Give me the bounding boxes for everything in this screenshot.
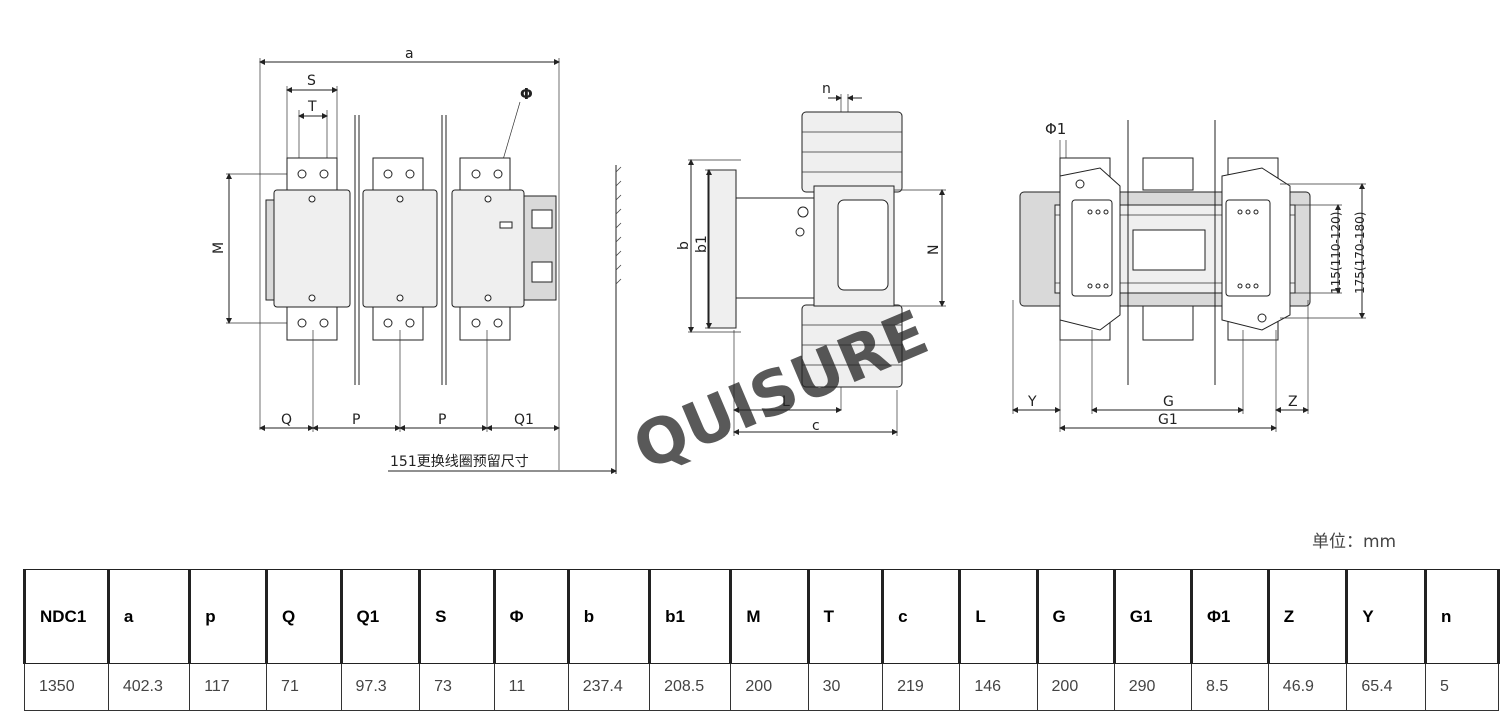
header-cell: Q1 <box>340 569 422 664</box>
dim-m-label: M <box>211 242 227 254</box>
value-cell: 65.4 <box>1346 663 1426 711</box>
dim-a-label: a <box>405 46 414 62</box>
value-cell: 1350 <box>24 663 109 711</box>
header-cell: p <box>189 569 269 664</box>
dim-g1-label: G1 <box>1158 412 1178 428</box>
header-cell: T <box>807 569 885 664</box>
header-cell: G <box>1036 569 1116 664</box>
table-header-row: NDC1 a p Q Q1 S Φ b b1 M T c L G G1 Φ1 Z… <box>23 569 1500 664</box>
table-row: 1350 402.3 117 71 97.3 73 11 237.4 208.5… <box>24 663 1500 711</box>
dim-115-label: 115(110-120) <box>1329 212 1343 294</box>
dim-175-label: 175(170-180) <box>1353 212 1367 294</box>
header-cell: M <box>730 569 810 664</box>
value-cell: 30 <box>807 663 884 711</box>
dim-nn-label: N <box>926 245 942 255</box>
header-cell: a <box>107 569 192 664</box>
dim-g-label: G <box>1163 394 1174 410</box>
value-cell: 71 <box>266 663 342 711</box>
value-cell: 73 <box>419 663 495 711</box>
dim-p2-label: P <box>438 412 446 428</box>
dim-phi1-label: Φ1 <box>1045 120 1066 138</box>
value-cell: 11 <box>493 663 569 711</box>
value-cell: 117 <box>189 663 268 711</box>
header-cell: b1 <box>649 569 733 664</box>
dim-s-label: S <box>307 73 316 89</box>
side-view: n b b1 N L c <box>676 81 946 436</box>
header-cell: Φ <box>493 569 570 664</box>
value-cell: 146 <box>959 663 1038 711</box>
header-cell: n <box>1424 569 1500 664</box>
value-cell: 402.3 <box>107 663 191 711</box>
value-cell: 5 <box>1424 663 1500 711</box>
header-cell: c <box>882 569 962 664</box>
header-cell: Y <box>1346 569 1427 664</box>
front-view: a S T Φ M <box>211 46 622 474</box>
dim-phi-label: Φ <box>520 85 533 103</box>
header-cell: b <box>567 569 652 664</box>
header-cell: Φ1 <box>1190 569 1270 664</box>
coil-space-note: 151更换线圈预留尺寸 <box>390 453 529 470</box>
value-cell: 46.9 <box>1267 663 1348 711</box>
dim-b-label: b <box>676 241 692 250</box>
dim-n-label: n <box>822 81 831 97</box>
spec-table: NDC1 a p Q Q1 S Φ b b1 M T c L G G1 Φ1 Z… <box>23 569 1500 711</box>
header-cell: G1 <box>1113 569 1193 664</box>
dim-t-label: T <box>307 99 317 115</box>
header-cell: Z <box>1267 569 1349 664</box>
dim-q1-label: Q1 <box>514 412 534 428</box>
watermark: QUISURE <box>623 296 938 485</box>
bottom-view: Φ1 115 <box>1012 120 1367 432</box>
value-cell: 290 <box>1113 663 1192 711</box>
value-cell: 8.5 <box>1190 663 1269 711</box>
dim-z-label: Z <box>1288 394 1298 410</box>
dim-q-label: Q <box>281 412 292 428</box>
technical-drawing: a S T Φ M <box>211 46 1367 485</box>
value-cell: 200 <box>730 663 809 711</box>
header-cell: S <box>419 569 496 664</box>
value-cell: 208.5 <box>649 663 732 711</box>
dim-b1-label: b1 <box>694 235 710 253</box>
unit-label: 单位：mm <box>1312 532 1397 552</box>
dim-y-label: Y <box>1027 394 1037 410</box>
dim-c-label: c <box>812 418 820 434</box>
value-cell: 219 <box>882 663 961 711</box>
value-cell: 237.4 <box>567 663 651 711</box>
header-cell: Q <box>266 569 343 664</box>
value-cell: 200 <box>1036 663 1115 711</box>
header-cell: L <box>959 569 1039 664</box>
value-cell: 97.3 <box>340 663 421 711</box>
dim-l-label: L <box>782 394 790 410</box>
header-cell: NDC1 <box>23 569 110 664</box>
dim-p1-label: P <box>352 412 360 428</box>
